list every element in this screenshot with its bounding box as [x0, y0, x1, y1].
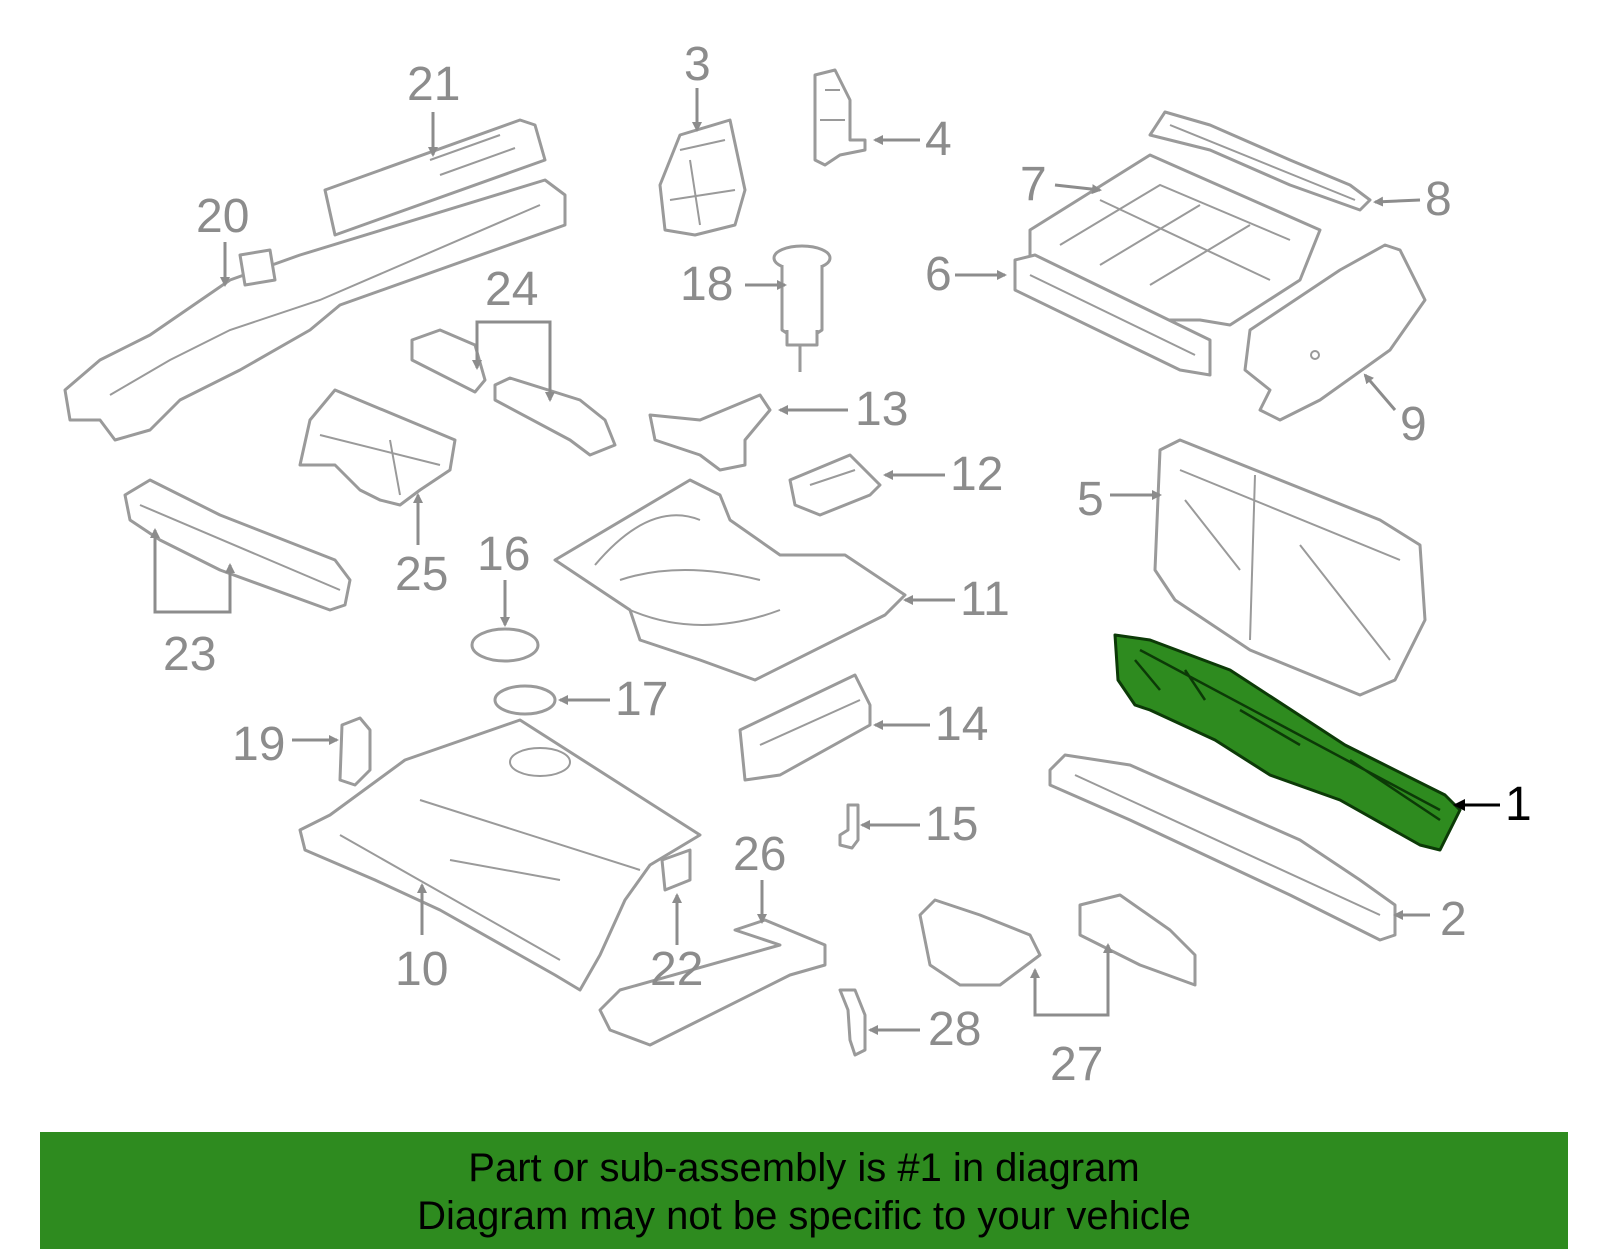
callout-28: 28 — [928, 1003, 981, 1056]
callout-19: 19 — [232, 718, 285, 771]
callout-6: 6 — [925, 248, 952, 301]
callout-11: 11 — [960, 573, 1010, 626]
part-25 — [298, 388, 457, 507]
callout-25: 25 — [395, 548, 448, 601]
callout-27: 27 — [1050, 1038, 1103, 1091]
part-10 — [298, 718, 702, 992]
callout-18: 18 — [680, 258, 733, 311]
part-3 — [658, 118, 747, 237]
part-14 — [738, 673, 872, 782]
callout-12: 12 — [950, 448, 1003, 501]
callout-13: 13 — [855, 383, 908, 436]
part-8 — [1148, 110, 1372, 212]
callout-8: 8 — [1425, 173, 1452, 226]
leader-lines — [150, 88, 1500, 1035]
part-9 — [1243, 243, 1427, 422]
callout-4: 4 — [925, 113, 952, 166]
part-26 — [598, 918, 827, 1047]
callout-26: 26 — [733, 828, 786, 881]
part-18 — [772, 244, 832, 372]
part-15 — [838, 803, 860, 850]
part-28 — [838, 988, 867, 1057]
callout-21: 21 — [407, 58, 460, 111]
part-13 — [648, 393, 772, 472]
part-16 — [470, 627, 540, 663]
part-21 — [323, 118, 547, 237]
callout-22: 22 — [650, 943, 703, 996]
part-22 — [660, 848, 692, 892]
part-19 — [338, 716, 372, 787]
callout-23: 23 — [163, 628, 216, 681]
part-24 — [410, 328, 617, 457]
part-17 — [493, 684, 557, 716]
callout-14: 14 — [935, 698, 988, 751]
part-11 — [553, 478, 907, 682]
callout-9: 9 — [1400, 398, 1427, 451]
callout-17: 17 — [615, 673, 668, 726]
callout-5: 5 — [1077, 473, 1104, 526]
info-banner: Part or sub-assembly is #1 in diagram Di… — [40, 1132, 1568, 1249]
callout-2: 2 — [1440, 893, 1467, 946]
callout-1: 1 — [1505, 778, 1532, 831]
callout-3: 3 — [684, 38, 711, 91]
part-4 — [813, 68, 867, 167]
part-1-highlighted — [1113, 633, 1462, 852]
banner-line-disclaimer: Diagram may not be specific to your vehi… — [417, 1194, 1191, 1238]
callout-24: 24 — [485, 263, 538, 316]
callout-15: 15 — [925, 798, 978, 851]
banner-line-part-number: Part or sub-assembly is #1 in diagram — [468, 1146, 1140, 1190]
part-5 — [1153, 438, 1427, 697]
part-2 — [1048, 753, 1397, 942]
part-12 — [788, 453, 882, 517]
part-6 — [1013, 253, 1212, 377]
part-23 — [123, 478, 352, 612]
callout-20: 20 — [196, 190, 249, 243]
callout-7: 7 — [1020, 158, 1047, 211]
callout-numbers: 1 2 3 4 5 6 7 8 9 10 11 12 13 14 15 16 1… — [163, 38, 1532, 1091]
part-20 — [63, 178, 567, 442]
callout-16: 16 — [477, 528, 530, 581]
callout-10: 10 — [395, 943, 448, 996]
parts-diagram: 1 2 3 4 5 6 7 8 9 10 11 12 13 14 15 16 1… — [63, 38, 1532, 1091]
part-27 — [918, 893, 1197, 987]
